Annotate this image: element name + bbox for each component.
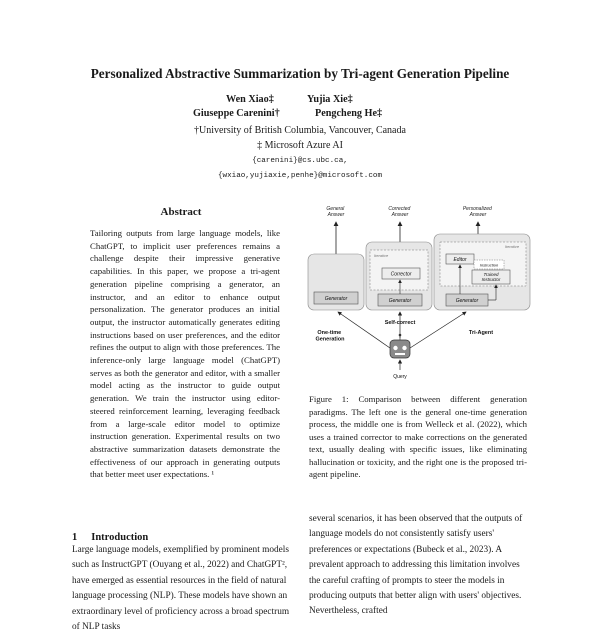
label-personalized-answer: Personalized Answer — [463, 206, 493, 218]
svg-text:Iterative: Iterative — [374, 253, 389, 258]
affiliation-microsoft: ‡ Microsoft Azure AI — [257, 140, 343, 151]
svg-text:Corrector: Corrector — [391, 272, 412, 278]
label-query: Query — [393, 374, 407, 380]
paper-title: Personalized Abstractive Summarization b… — [90, 66, 510, 81]
corrector-box — [381, 267, 421, 280]
affiliation-ubc: †University of British Columbia, Vancouv… — [194, 125, 406, 136]
figure-1-diagram: General Answer Corrected Answer Personal… — [307, 206, 531, 380]
email-microsoft: {wxiao,yujiaxie,penhe}@microsoft.com — [217, 172, 383, 180]
abstract-text: Tailoring outputs from large language mo… — [90, 228, 280, 480]
figure-1-caption: Figure 1: Comparison between different g… — [309, 394, 527, 479]
intro-column-right: several scenarios, it has been observed … — [309, 512, 529, 620]
editor-box — [445, 253, 475, 265]
section-title: Introduction — [91, 532, 149, 543]
svg-text:Generator: Generator — [456, 298, 479, 304]
label-general-answer: General Answer — [326, 206, 345, 218]
intro-column-left: Large language models, exemplified by pr… — [72, 543, 295, 635]
label-one-time-generation: One-time Generation — [315, 330, 345, 342]
section-number: 1 — [72, 532, 78, 543]
author-wen-xiao: Wen Xiao‡ — [226, 94, 274, 105]
author-giuseppe-carenini: Giuseppe Carenini† — [193, 108, 280, 119]
trained-instructor-box — [471, 269, 511, 285]
svg-text:Instruction: Instruction — [480, 263, 499, 268]
intro-paragraph-right: several scenarios, it has been observed … — [309, 514, 523, 617]
svg-text:Generator: Generator — [325, 296, 348, 302]
instruction-box — [473, 259, 505, 270]
author-pengcheng-he: Pengcheng He‡ — [315, 108, 383, 119]
label-corrected-answer: Corrected Answer — [388, 206, 411, 218]
label-tri-agent: Tri-Agent — [469, 330, 493, 336]
svg-text:Editor: Editor — [453, 257, 466, 263]
robot-icon — [389, 333, 411, 359]
svg-text:Generator: Generator — [389, 298, 412, 304]
intro-paragraph-left: Large language models, exemplified by pr… — [72, 545, 290, 633]
author-yujia-xie: Yujia Xie‡ — [307, 94, 353, 105]
abstract-heading: Abstract — [160, 206, 202, 218]
generator-box-1 — [313, 291, 359, 305]
section-heading-introduction: 1 Introduction — [72, 532, 148, 543]
svg-text:Iterative: Iterative — [505, 244, 520, 249]
email-ubc: {carenini}@cs.ubc.ca, — [252, 157, 348, 165]
